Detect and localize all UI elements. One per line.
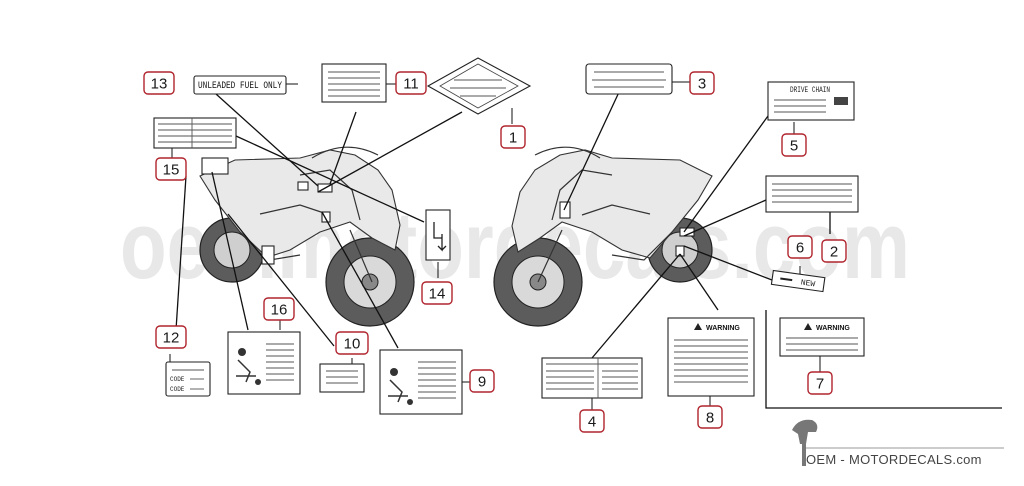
callout-4[interactable]: 4 bbox=[579, 409, 605, 433]
callout-number: 10 bbox=[344, 336, 361, 353]
label-11 bbox=[321, 63, 387, 103]
label-1 bbox=[426, 57, 532, 115]
callout-number: 13 bbox=[151, 76, 168, 93]
label-5-drive-chain: DRIVE CHAIN bbox=[767, 81, 855, 121]
callout-13[interactable]: 13 bbox=[143, 71, 175, 95]
callout-number: 6 bbox=[796, 240, 804, 257]
label-12: CODE CODE bbox=[165, 361, 211, 397]
callout-number: 16 bbox=[271, 302, 288, 319]
callout-number: 2 bbox=[830, 244, 838, 261]
callout-10[interactable]: 10 bbox=[335, 331, 369, 355]
logo-icon bbox=[792, 419, 818, 466]
code-b-text: CODE bbox=[170, 386, 185, 393]
callout-number: 7 bbox=[816, 376, 824, 393]
label-6-new: NEW bbox=[770, 269, 826, 293]
callout-3[interactable]: 3 bbox=[689, 71, 715, 95]
callout-8[interactable]: 8 bbox=[697, 405, 723, 429]
label-8-warning: WARNING bbox=[667, 317, 755, 397]
callout-14[interactable]: 14 bbox=[421, 281, 453, 305]
callout-number: 11 bbox=[403, 76, 419, 93]
callout-11[interactable]: 11 bbox=[395, 71, 427, 95]
code-a-text: CODE bbox=[170, 376, 185, 383]
label-10 bbox=[319, 363, 365, 393]
callout-12[interactable]: 12 bbox=[155, 325, 187, 349]
callout-number: 15 bbox=[163, 162, 180, 179]
callout-number: 12 bbox=[163, 330, 180, 347]
callout-number: 9 bbox=[478, 374, 486, 391]
leader-lines bbox=[169, 81, 1002, 410]
warning-7-text: WARNING bbox=[816, 325, 850, 332]
callout-15[interactable]: 15 bbox=[155, 157, 187, 181]
label-14 bbox=[425, 209, 451, 261]
callout-2[interactable]: 2 bbox=[821, 239, 847, 263]
footer-brand: OEM - MOTORDECALS.com bbox=[806, 452, 982, 467]
callout-number: 3 bbox=[698, 76, 706, 93]
label-2 bbox=[765, 175, 859, 213]
drive-chain-text: DRIVE CHAIN bbox=[790, 86, 830, 95]
label-3 bbox=[585, 63, 673, 95]
label-unleaded-fuel: UNLEADED FUEL ONLY bbox=[193, 75, 287, 95]
callout-9[interactable]: 9 bbox=[469, 369, 495, 393]
warning-triangle-icon bbox=[804, 323, 812, 330]
new-label-text: NEW bbox=[800, 278, 816, 289]
callout-number: 5 bbox=[790, 138, 798, 155]
callout-number: 4 bbox=[588, 414, 596, 431]
warning-8-text: WARNING bbox=[706, 325, 740, 332]
callout-1[interactable]: 1 bbox=[500, 125, 526, 149]
warning-triangle-icon bbox=[694, 323, 702, 330]
callout-number: 1 bbox=[509, 130, 517, 147]
callout-16[interactable]: 16 bbox=[263, 297, 295, 321]
callout-5[interactable]: 5 bbox=[781, 133, 807, 157]
motorcycle-left bbox=[199, 146, 415, 327]
callout-number: 8 bbox=[706, 410, 714, 427]
label-7-warning: WARNING bbox=[779, 317, 865, 357]
motorcycle-right bbox=[493, 146, 713, 327]
callout-7[interactable]: 7 bbox=[807, 371, 833, 395]
label-9 bbox=[379, 349, 463, 415]
callout-number: 14 bbox=[429, 286, 446, 303]
label-15 bbox=[153, 117, 237, 149]
callout-6[interactable]: 6 bbox=[787, 235, 813, 259]
label-4 bbox=[541, 357, 643, 399]
fuel-label-text: UNLEADED FUEL ONLY bbox=[198, 81, 282, 92]
label-16 bbox=[227, 331, 301, 395]
